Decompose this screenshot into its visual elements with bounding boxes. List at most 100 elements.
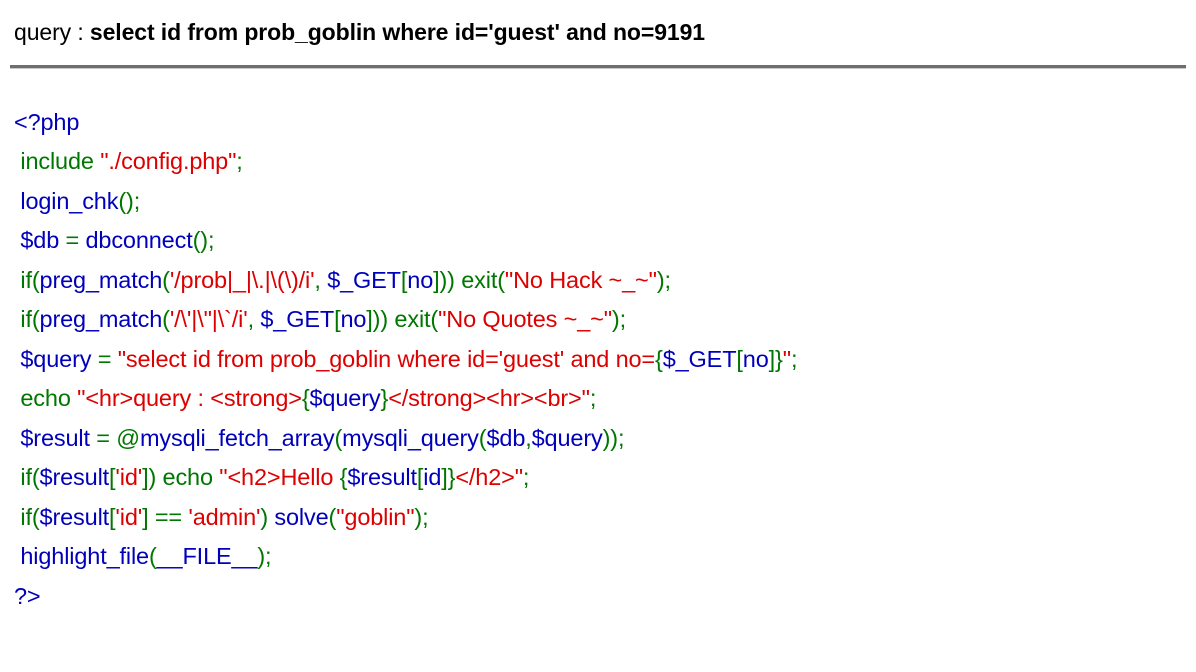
code-token-default: no — [340, 306, 367, 333]
code-token-keyword: (); — [118, 187, 141, 214]
code-token-string: </h2>" — [455, 464, 523, 491]
code-token-default: mysqli_fetch_array — [139, 424, 335, 451]
code-token-keyword: [ — [416, 464, 424, 491]
code-token-default: $_GET — [260, 306, 335, 333]
line-break-spacer — [0, 69, 1196, 95]
code-token-keyword: [ — [109, 464, 116, 491]
code-token-keyword: (); — [192, 227, 215, 254]
code-token-keyword: exit — [394, 306, 431, 333]
code-token-string: 'id' — [115, 464, 143, 491]
code-token-string: "select id from prob_goblin where id='gu… — [117, 345, 655, 372]
code-token-default: $_GET — [327, 266, 401, 293]
code-token-string: "<hr>query : <strong> — [77, 385, 302, 412]
code-token-keyword: ); — [656, 266, 671, 293]
code-token-keyword: if — [20, 464, 32, 491]
code-token-string: '/\'|\"|\`/i' — [169, 306, 248, 333]
code-token-keyword: ] — [768, 345, 776, 372]
line-query-assign: $query = "select id from prob_goblin whe… — [14, 340, 1196, 380]
code-token-keyword: ( — [162, 266, 170, 293]
code-token-default: login_chk — [20, 187, 119, 214]
line-preg-no-hack: if(preg_match('/prob|_|\.|\(\)/i', $_GET… — [14, 261, 1196, 301]
code-token-keyword: = — [97, 345, 118, 372]
code-token-default: ?> — [14, 582, 41, 609]
line-dbconnect: $db = dbconnect(); — [14, 221, 1196, 261]
line-open-tag: <?php — [14, 103, 1196, 143]
code-token-default: preg_match — [39, 306, 163, 333]
code-token-keyword: ])) — [366, 306, 395, 333]
code-token-keyword: ( — [497, 266, 505, 293]
query-value: select id from prob_goblin where id='gue… — [89, 19, 705, 45]
code-token-string: " — [782, 345, 791, 372]
code-token-keyword: [ — [334, 306, 341, 333]
line-include: include "./config.php"; — [14, 142, 1196, 182]
code-token-keyword: ); — [611, 306, 626, 333]
code-token-default: no — [742, 345, 769, 372]
code-token-keyword: } — [447, 464, 456, 491]
line-highlight-file: highlight_file(__FILE__); — [14, 537, 1196, 577]
code-token-keyword: = — [65, 227, 86, 254]
code-token-keyword: ( — [31, 306, 40, 333]
code-token-keyword: ( — [478, 424, 487, 451]
code-token-string: </strong><hr><br>" — [388, 385, 590, 412]
code-token-keyword: ( — [328, 503, 337, 530]
code-token-keyword: , — [314, 266, 328, 293]
code-token-keyword: = @ — [96, 424, 140, 451]
code-token-default: __FILE__ — [156, 543, 258, 570]
code-token-default: $result — [347, 464, 417, 491]
code-token-keyword: ; — [589, 385, 597, 412]
code-token-keyword: ; — [522, 464, 530, 491]
code-token-default: $result — [39, 503, 110, 530]
code-token-keyword: ; — [790, 345, 798, 372]
code-token-default: $result — [20, 424, 97, 451]
code-token-keyword: ); — [257, 543, 272, 570]
code-token-keyword: } — [775, 345, 783, 372]
code-token-keyword: ( — [31, 266, 40, 293]
code-token-default: $result — [39, 464, 110, 491]
code-token-keyword: ) — [260, 503, 275, 530]
code-token-keyword: )); — [602, 424, 625, 451]
query-output-line: query : select id from prob_goblin where… — [0, 0, 1196, 47]
code-token-keyword: echo — [162, 464, 220, 491]
line-preg-no-quotes: if(preg_match('/\'|\"|\`/i', $_GET[no]))… — [14, 300, 1196, 340]
line-solve-admin: if($result['id'] == 'admin') solve("gobl… — [14, 498, 1196, 538]
code-token-default: id — [423, 464, 442, 491]
code-token-keyword: ])) — [433, 266, 462, 293]
line-echo-hello: if($result['id']) echo "<h2>Hello {$resu… — [14, 458, 1196, 498]
code-token-keyword: ); — [414, 503, 429, 530]
code-token-keyword: if — [20, 306, 32, 333]
code-token-keyword: ; — [236, 148, 243, 175]
code-token-keyword: include — [20, 148, 101, 175]
code-token-keyword: { — [339, 464, 348, 491]
code-token-keyword: ( — [162, 306, 170, 333]
code-token-keyword: , — [247, 306, 261, 333]
php-source-listing: <?php include "./config.php"; login_chk(… — [0, 95, 1196, 617]
code-token-default: $db — [20, 227, 66, 254]
horizontal-rule-top — [10, 64, 1186, 69]
code-token-string: '/prob|_|\.|\(\)/i' — [169, 266, 315, 293]
code-token-keyword: ( — [148, 543, 157, 570]
code-token-string: "./config.php" — [100, 148, 237, 175]
line-close-tag: ?> — [14, 577, 1196, 617]
code-token-keyword: if — [20, 503, 32, 530]
code-token-string: "goblin" — [336, 503, 415, 530]
line-result-fetch: $result = @mysqli_fetch_array(mysqli_que… — [14, 419, 1196, 459]
code-token-keyword: ]) — [142, 464, 163, 491]
code-token-keyword: [ — [736, 345, 743, 372]
code-token-string: "No Quotes ~_~" — [438, 306, 612, 333]
code-token-default: <?php — [14, 108, 80, 135]
code-token-keyword: [ — [400, 266, 408, 293]
code-token-keyword: [ — [109, 503, 116, 530]
code-token-keyword: { — [655, 345, 663, 372]
code-token-default: $query — [309, 385, 381, 412]
code-token-default: highlight_file — [20, 543, 149, 570]
code-token-default: $db — [486, 424, 526, 451]
code-token-string: "No Hack ~_~" — [504, 266, 657, 293]
code-token-default: mysqli_query — [342, 424, 479, 451]
code-token-default: solve — [274, 503, 329, 530]
code-token-default: no — [407, 266, 434, 293]
code-token-keyword: ( — [31, 464, 40, 491]
page-body: query : select id from prob_goblin where… — [0, 0, 1196, 617]
code-token-default: $query — [531, 424, 603, 451]
code-token-keyword: ( — [334, 424, 343, 451]
code-token-default: $query — [20, 345, 98, 372]
